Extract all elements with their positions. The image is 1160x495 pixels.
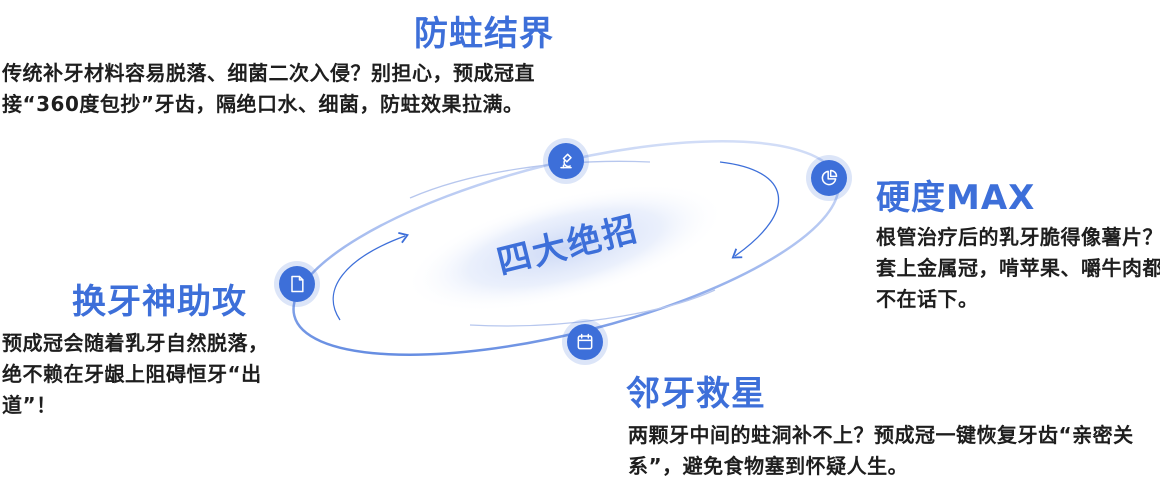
inner-orbit-arc-right-bottom (469, 289, 716, 327)
microscope-icon (560, 153, 572, 169)
tip-title-neighbor-tooth: 邻牙救星 (626, 374, 766, 414)
calendar-icon (577, 333, 593, 350)
tip-text-tooth-change: 预成冠会随着乳牙自然脱落，绝不赖在牙龈上阻碍恒牙“出道”！ (2, 331, 269, 417)
node-microscope (548, 143, 584, 179)
node-document (279, 266, 315, 302)
center-glow (404, 183, 726, 313)
tip-title-tooth-change: 换牙神助攻 (72, 282, 247, 322)
tip-text-hardness: 根管治疗后的乳牙脆得像薯片？套上金属冠，啃苹果、嚼牛肉都不在话下。 (876, 225, 1160, 311)
node-calendar (567, 324, 603, 360)
node-pie-chart (811, 160, 847, 196)
tip-text-neighbor-tooth: 两颗牙中间的蛀洞补不上？预成冠一键恢复牙齿“亲密关系”，避免食物塞到怀疑人生。 (628, 423, 1134, 478)
document-icon (291, 275, 304, 293)
tip-title-anti-caries: 防蛀结界 (414, 14, 554, 54)
inner-orbit-arc-left-top (409, 160, 651, 199)
inner-orbit-arc-right (719, 161, 780, 259)
tip-title-hardness: 硬度MAX (876, 178, 1036, 218)
tip-text-anti-caries: 传统补牙材料容易脱落、细菌二次入侵？别担心，预成冠直接“360度包抄”牙齿，隔绝… (2, 61, 535, 116)
pie-chart-icon (821, 169, 838, 186)
inner-orbit-arc-left (332, 232, 409, 321)
